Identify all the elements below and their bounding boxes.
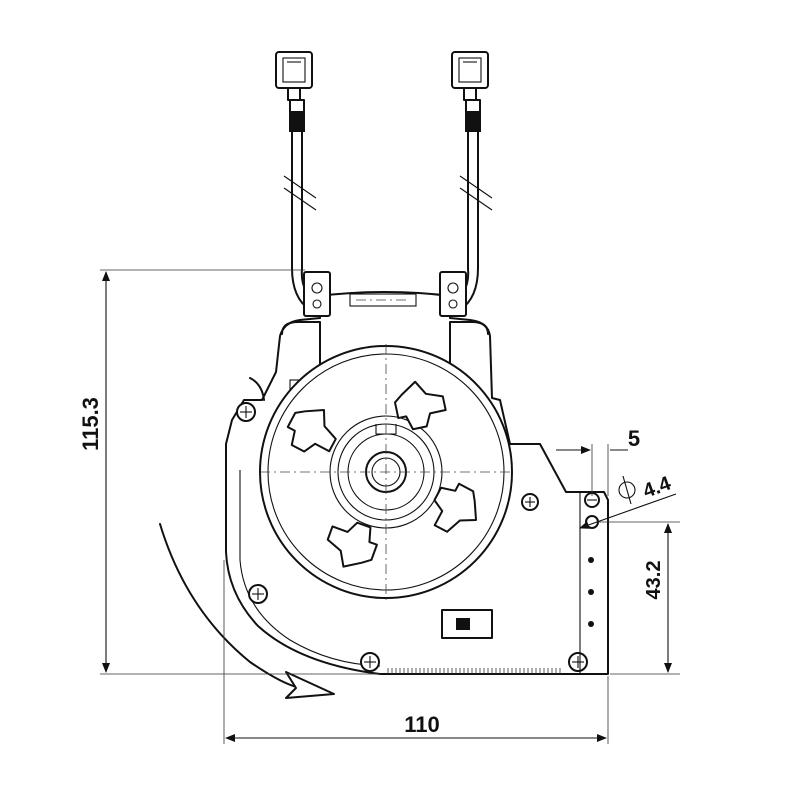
screw-bottom-center xyxy=(360,652,380,672)
rotor-clip-upper-left xyxy=(286,408,337,453)
dim-hole-label: 4.4 xyxy=(640,472,674,502)
diameter-symbol-circle xyxy=(618,481,636,499)
dim-width-label: 110 xyxy=(404,712,440,737)
rotor-clip-lower-left xyxy=(326,521,378,568)
rotor-clip-lower-right xyxy=(433,482,478,533)
dimension-width: 110 xyxy=(223,560,609,744)
dimension-mount-height: 43.2 xyxy=(596,521,680,675)
dim-offset-label: 5 xyxy=(628,426,640,451)
screw-lower-left xyxy=(248,584,268,604)
power-switch xyxy=(441,609,493,639)
dim-height-label: 115.3 xyxy=(78,397,103,451)
dimension-flange-offset: 5 xyxy=(556,426,640,496)
motor-disc xyxy=(259,344,513,600)
rotation-arrow xyxy=(159,523,335,699)
wire-left xyxy=(275,51,317,311)
dimension-height: 115.3 xyxy=(78,269,380,675)
screw-right-flange xyxy=(521,493,539,511)
dim-mount-label: 43.2 xyxy=(643,561,665,600)
screw-bottom-right xyxy=(568,652,588,672)
bottom-serration xyxy=(383,668,567,675)
rotor-clip-upper-right xyxy=(393,380,447,431)
screw-upper-left xyxy=(236,402,256,422)
